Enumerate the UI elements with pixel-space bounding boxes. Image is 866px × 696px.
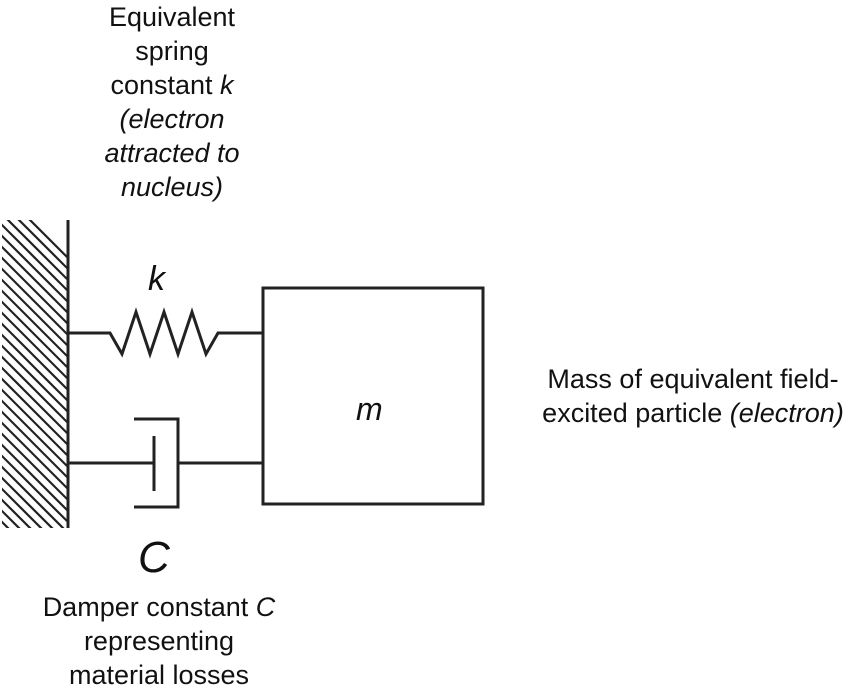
- damper-caption-line1-prefix: Damper constant: [42, 592, 256, 622]
- wall-hatch-line: [2, 377, 68, 447]
- wall-hatch-line: [2, 443, 68, 513]
- mass-symbol-label: m: [356, 391, 383, 427]
- wall-hatching: [2, 220, 68, 528]
- wall-hatch-line: [2, 399, 68, 469]
- wall-hatch-line: [2, 465, 65, 528]
- wall-hatch-line: [2, 476, 54, 528]
- wall-hatch-line: [2, 366, 68, 436]
- wall-hatch-line: [2, 454, 68, 524]
- wall-hatch-line: [2, 300, 68, 370]
- wall-hatch-line: [2, 333, 68, 403]
- wall-hatch-line: [6, 220, 68, 282]
- wall-hatch-line: [2, 256, 68, 326]
- wall-hatch-line: [2, 278, 68, 348]
- spring-caption-line1: Equivalent: [108, 2, 236, 32]
- damper-caption-line3: material losses: [68, 660, 250, 690]
- spring-caption-symbol: k: [220, 70, 234, 100]
- spring-caption-line2: spring: [135, 36, 209, 66]
- mass-block: [261, 286, 485, 506]
- mass-caption: Mass of equivalent field- excited partic…: [518, 362, 866, 430]
- spring: [68, 307, 262, 359]
- spring-symbol-label: k: [148, 260, 165, 298]
- mass-caption-line2-italic: (electron): [729, 398, 844, 428]
- spring-caption-line6: nucleus): [120, 172, 224, 202]
- wall-hatch-line: [28, 220, 68, 260]
- wall-hatch-line: [2, 344, 68, 414]
- damper: [68, 417, 262, 509]
- spring-caption-line4: (electron: [119, 104, 225, 134]
- wall-hatch-line: [2, 223, 68, 293]
- damper-caption-line1: Damper constant C: [14, 590, 304, 624]
- spring-caption-line3: constant k: [62, 68, 282, 102]
- damper-caption-symbol: C: [255, 592, 276, 622]
- wall-hatch-line: [2, 498, 32, 528]
- spring-caption-line5: attracted to: [104, 138, 240, 168]
- wall-hatch-line: [2, 311, 68, 381]
- spring-caption: Equivalent spring constant k (electron a…: [62, 0, 282, 204]
- wall-hatch-line: [2, 234, 68, 304]
- mass-caption-line1: Mass of equivalent field-: [547, 364, 839, 394]
- wall-hatch-line: [2, 388, 68, 458]
- spring-caption-line3-prefix: constant: [110, 70, 221, 100]
- wall-hatch-line: [2, 432, 68, 502]
- wall-hatch-line: [2, 289, 68, 359]
- wall-hatch-line: [2, 487, 43, 528]
- damper-caption-line2: representing: [83, 626, 235, 656]
- damper-caption: Damper constant C representing material …: [14, 590, 304, 692]
- wall-hatch-line: [2, 322, 68, 392]
- wall-hatch-line: [2, 355, 68, 425]
- mass-caption-line2: excited particle (electron): [518, 396, 866, 430]
- wall-hatch-line: [2, 410, 68, 480]
- wall-hatch-line: [2, 421, 68, 491]
- wall-hatch-line: [17, 220, 68, 271]
- damper-symbol-label: C: [138, 533, 170, 582]
- wall-hatch-line: [2, 267, 68, 337]
- mass-caption-line2-prefix: excited particle: [542, 398, 730, 428]
- wall-hatch-line: [2, 520, 10, 528]
- wall-hatch-line: [2, 245, 68, 315]
- wall-hatch-line: [2, 509, 21, 528]
